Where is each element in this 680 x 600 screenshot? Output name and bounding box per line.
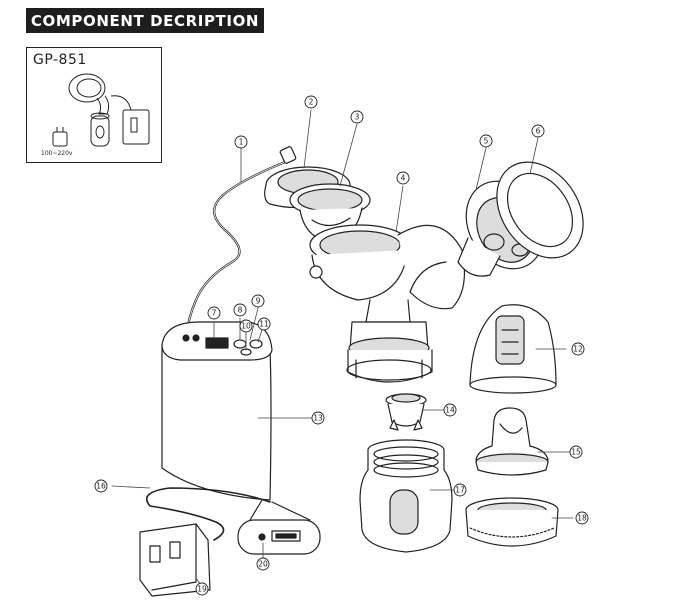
callout-number: 10 [241,322,251,331]
model-number: GP-851 [33,52,87,68]
part-pump-body [309,224,465,383]
callout-19: 19 [195,582,209,596]
callout-number: 20 [258,560,268,569]
callout-18: 18 [575,511,589,525]
callout-16: 16 [94,479,108,493]
callout-10: 10 [239,319,253,333]
part-screw-ring [465,497,559,547]
voltage-label: 100~220v [41,150,73,157]
callout-number: 2 [309,98,314,107]
callout-number: 14 [445,406,455,415]
callout-4: 4 [396,171,410,185]
callout-1: 1 [234,135,248,149]
callout-3: 3 [350,110,364,124]
callout-8: 8 [233,303,247,317]
callout-number: 5 [484,137,489,146]
product-inset-box: GP-851 100~220v [26,47,162,163]
callout-number: 12 [573,345,583,354]
part-valve [385,393,427,431]
page-title-banner: COMPONENT DECRIPTION [26,8,264,33]
callout-14: 14 [443,403,457,417]
callout-17: 17 [453,483,467,497]
callout-15: 15 [569,445,583,459]
callout-2: 2 [304,95,318,109]
page-title: COMPONENT DECRIPTION [30,11,260,30]
part-bottle-cover [469,304,557,394]
part-power-cable [145,487,271,541]
callout-6: 6 [531,124,545,138]
part-power-adapter [139,523,211,597]
callout-number: 8 [238,306,243,315]
callout-number: 11 [259,320,269,329]
callout-number: 18 [577,514,587,523]
callout-number: 13 [313,414,323,423]
callout-number: 15 [571,448,581,457]
part-bottle [359,439,453,553]
callout-11: 11 [257,317,271,331]
inset-product-illustration [52,73,150,147]
callout-9: 9 [251,294,265,308]
callout-number: 19 [197,585,207,594]
part-nipple [475,407,549,476]
callout-20: 20 [256,557,270,571]
callout-number: 7 [212,309,217,318]
button-8 [233,339,247,349]
part-diaphragm [289,183,371,243]
callout-number: 1 [239,138,244,147]
callout-12: 12 [571,342,585,356]
callout-number: 9 [256,297,261,306]
part-motor-unit [161,321,273,501]
callout-number: 3 [355,113,360,122]
callout-number: 17 [455,486,465,495]
button-11 [249,339,263,349]
part-usb-port [237,499,321,555]
part-silicone-ring [496,161,584,259]
callout-number: 16 [96,482,106,491]
display-screen [205,337,229,349]
callout-5: 5 [479,134,493,148]
callout-13: 13 [311,411,325,425]
callout-7: 7 [207,306,221,320]
callout-number: 6 [536,127,541,136]
callout-number: 4 [401,174,406,183]
